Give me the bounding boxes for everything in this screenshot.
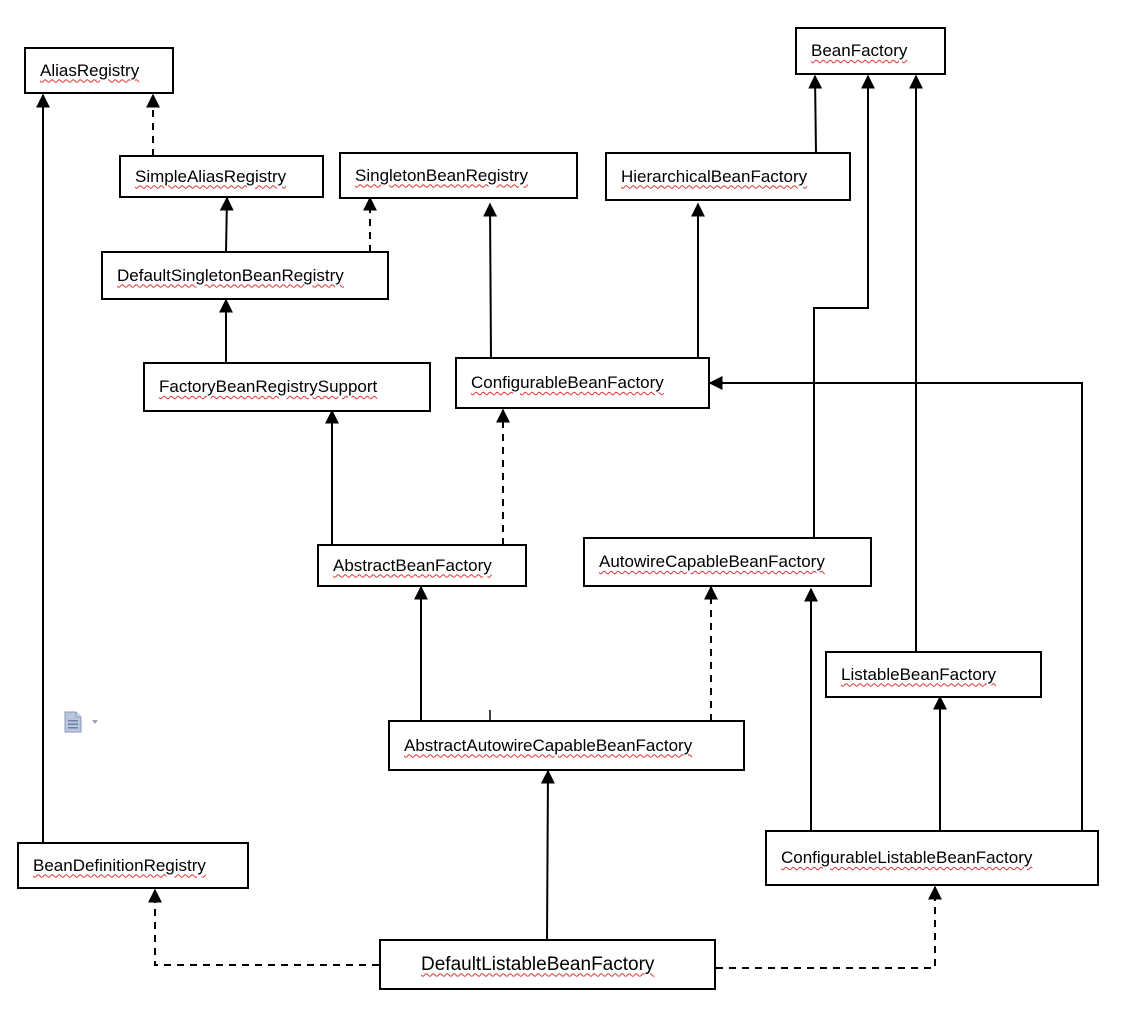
node-label: AbstractBeanFactory <box>333 555 492 575</box>
node-label: ConfigurableBeanFactory <box>471 373 664 392</box>
node-bean-definition-registry: BeanDefinitionRegistry <box>17 842 249 889</box>
paste-options-icon[interactable] <box>63 711 103 733</box>
node-bean-factory: BeanFactory <box>795 27 946 75</box>
node-abstract-bean-factory: AbstractBeanFactory <box>317 544 527 587</box>
node-label: HierarchicalBeanFactory <box>621 166 808 186</box>
node-simple-alias-registry: SimpleAliasRegistry <box>119 155 324 198</box>
node-configurable-listable-bean-factory: ConfigurableListableBeanFactory <box>765 830 1099 886</box>
edge-cbf-to-singleton <box>483 202 498 359</box>
node-listable-bean-factory: ListableBeanFactory <box>825 651 1042 698</box>
edge-dsbr-to-simplealias <box>219 196 234 253</box>
node-singleton-bean-registry: SingletonBeanRegistry <box>339 152 578 199</box>
node-default-singleton-bean-registry: DefaultSingletonBeanRegistry <box>101 251 389 300</box>
node-label: ListableBeanFactory <box>841 664 996 684</box>
node-label: BeanDefinitionRegistry <box>33 855 206 875</box>
edge-dlbf-to-clbf <box>716 885 942 969</box>
edge-hierarchical-to-beanfactory <box>808 74 823 155</box>
node-configurable-bean-factory: ConfigurableBeanFactory <box>455 357 710 409</box>
chevron-down-icon <box>92 720 98 724</box>
node-label: AliasRegistry <box>40 60 140 80</box>
node-factory-bean-registry-support: FactoryBeanRegistrySupport <box>143 362 431 412</box>
edge-dlbf-to-bdr <box>148 888 379 966</box>
node-label: SimpleAliasRegistry <box>135 166 287 186</box>
node-abstract-autowire-capable-bean-factory: AbstractAutowireCapableBeanFactory <box>388 720 745 771</box>
node-hierarchical-bean-factory: HierarchicalBeanFactory <box>605 152 851 201</box>
node-label: AbstractAutowireCapableBeanFactory <box>404 735 693 755</box>
node-autowire-capable-bean-factory: AutowireCapableBeanFactory <box>583 537 872 587</box>
node-label: ConfigurableListableBeanFactory <box>781 848 1033 867</box>
node-label: FactoryBeanRegistrySupport <box>159 377 378 396</box>
edge-dlbf-to-aacbf <box>540 769 555 941</box>
edge-autowire-to-beanfactory <box>813 74 875 538</box>
node-label: BeanFactory <box>811 41 908 60</box>
node-label: AutowireCapableBeanFactory <box>599 552 825 571</box>
edge-clbf-to-cbf <box>708 376 1083 831</box>
node-label: SingletonBeanRegistry <box>355 165 528 185</box>
node-label: DefaultSingletonBeanRegistry <box>117 265 344 285</box>
node-default-listable-bean-factory: DefaultListableBeanFactory <box>379 939 716 990</box>
node-label: DefaultListableBeanFactory <box>421 953 655 975</box>
node-alias-registry: AliasRegistry <box>24 47 174 94</box>
